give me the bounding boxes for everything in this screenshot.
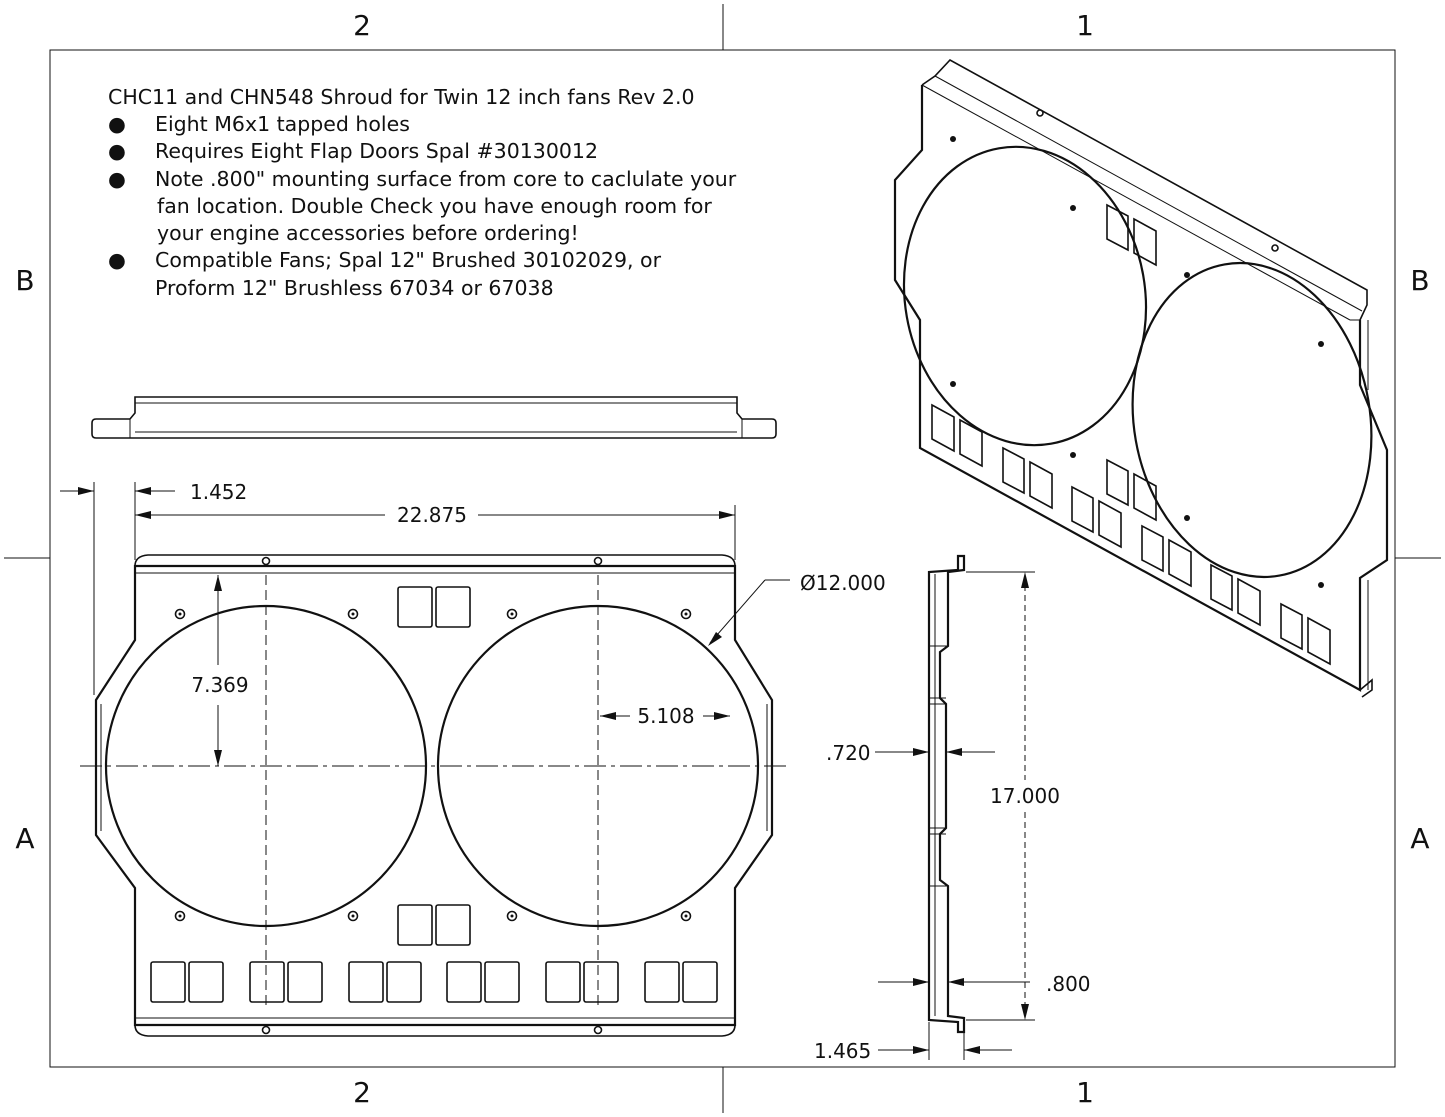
top-view [91, 396, 777, 439]
front-dimensions [60, 482, 790, 766]
note-bullet-1: ● [108, 112, 126, 136]
dim-center-offset: 5.108 [637, 704, 694, 728]
zone-label-left-lower: A [15, 822, 34, 855]
drawing-border [4, 4, 1441, 1113]
zone-label-bottom-left: 2 [353, 1076, 371, 1109]
note-bullet-4: ● [108, 248, 126, 272]
iso-fan-opening-left [902, 145, 1148, 447]
note-2-line-1: Requires Eight Flap Doors Spal #30130012 [155, 139, 598, 163]
flap-door-row [150, 961, 718, 1003]
isometric-view [893, 58, 1389, 698]
dim-fan-diameter: Ø12.000 [800, 571, 886, 595]
note-3-line-3: your engine accessories before ordering! [157, 221, 579, 245]
note-4-line-1: Compatible Fans; Spal 12" Brushed 301020… [155, 248, 662, 272]
dim-side-depth: 1.465 [814, 1039, 871, 1063]
zone-label-left-upper: B [15, 264, 34, 297]
dim-mount-surface: .800 [1046, 972, 1091, 996]
zone-label-right-upper: B [1410, 264, 1429, 297]
note-bullet-3: ● [108, 167, 126, 191]
shroud-outline [94, 564, 774, 1027]
dim-overall-width: 22.875 [397, 503, 467, 527]
dim-overall-height: 17.000 [990, 784, 1060, 808]
dim-edge-offset: 1.452 [190, 480, 247, 504]
note-3-line-2: fan location. Double Check you have enou… [157, 194, 712, 218]
dim-center-height: 7.369 [191, 673, 248, 697]
side-dimensions [875, 571, 1035, 1060]
side-view [927, 554, 966, 1034]
zone-label-bottom-right: 1 [1076, 1076, 1094, 1109]
zone-label-right-lower: A [1410, 822, 1429, 855]
iso-fan-opening-right [1131, 261, 1373, 579]
flap-door-middle [397, 904, 471, 946]
iso-flap-doors [931, 203, 1331, 666]
tapped-holes [174, 608, 692, 922]
notes-title: CHC11 and CHN548 Shroud for Twin 12 inch… [108, 85, 695, 109]
note-bullet-2: ● [108, 139, 126, 163]
iso-panel-outline [893, 85, 1389, 692]
zone-label-top-left: 2 [353, 9, 371, 42]
side-profile [927, 554, 966, 1034]
zone-label-top-right: 1 [1076, 9, 1094, 42]
dim-flange-depth: .720 [826, 741, 871, 765]
notes-block: CHC11 and CHN548 Shroud for Twin 12 inch… [108, 85, 737, 300]
note-4-line-2: Proform 12" Brushless 67034 or 67038 [155, 276, 554, 300]
flap-door-top [397, 586, 471, 628]
front-view [80, 554, 790, 1037]
note-3-line-1: Note .800" mounting surface from core to… [155, 167, 737, 191]
note-1-line-1: Eight M6x1 tapped holes [155, 112, 410, 136]
